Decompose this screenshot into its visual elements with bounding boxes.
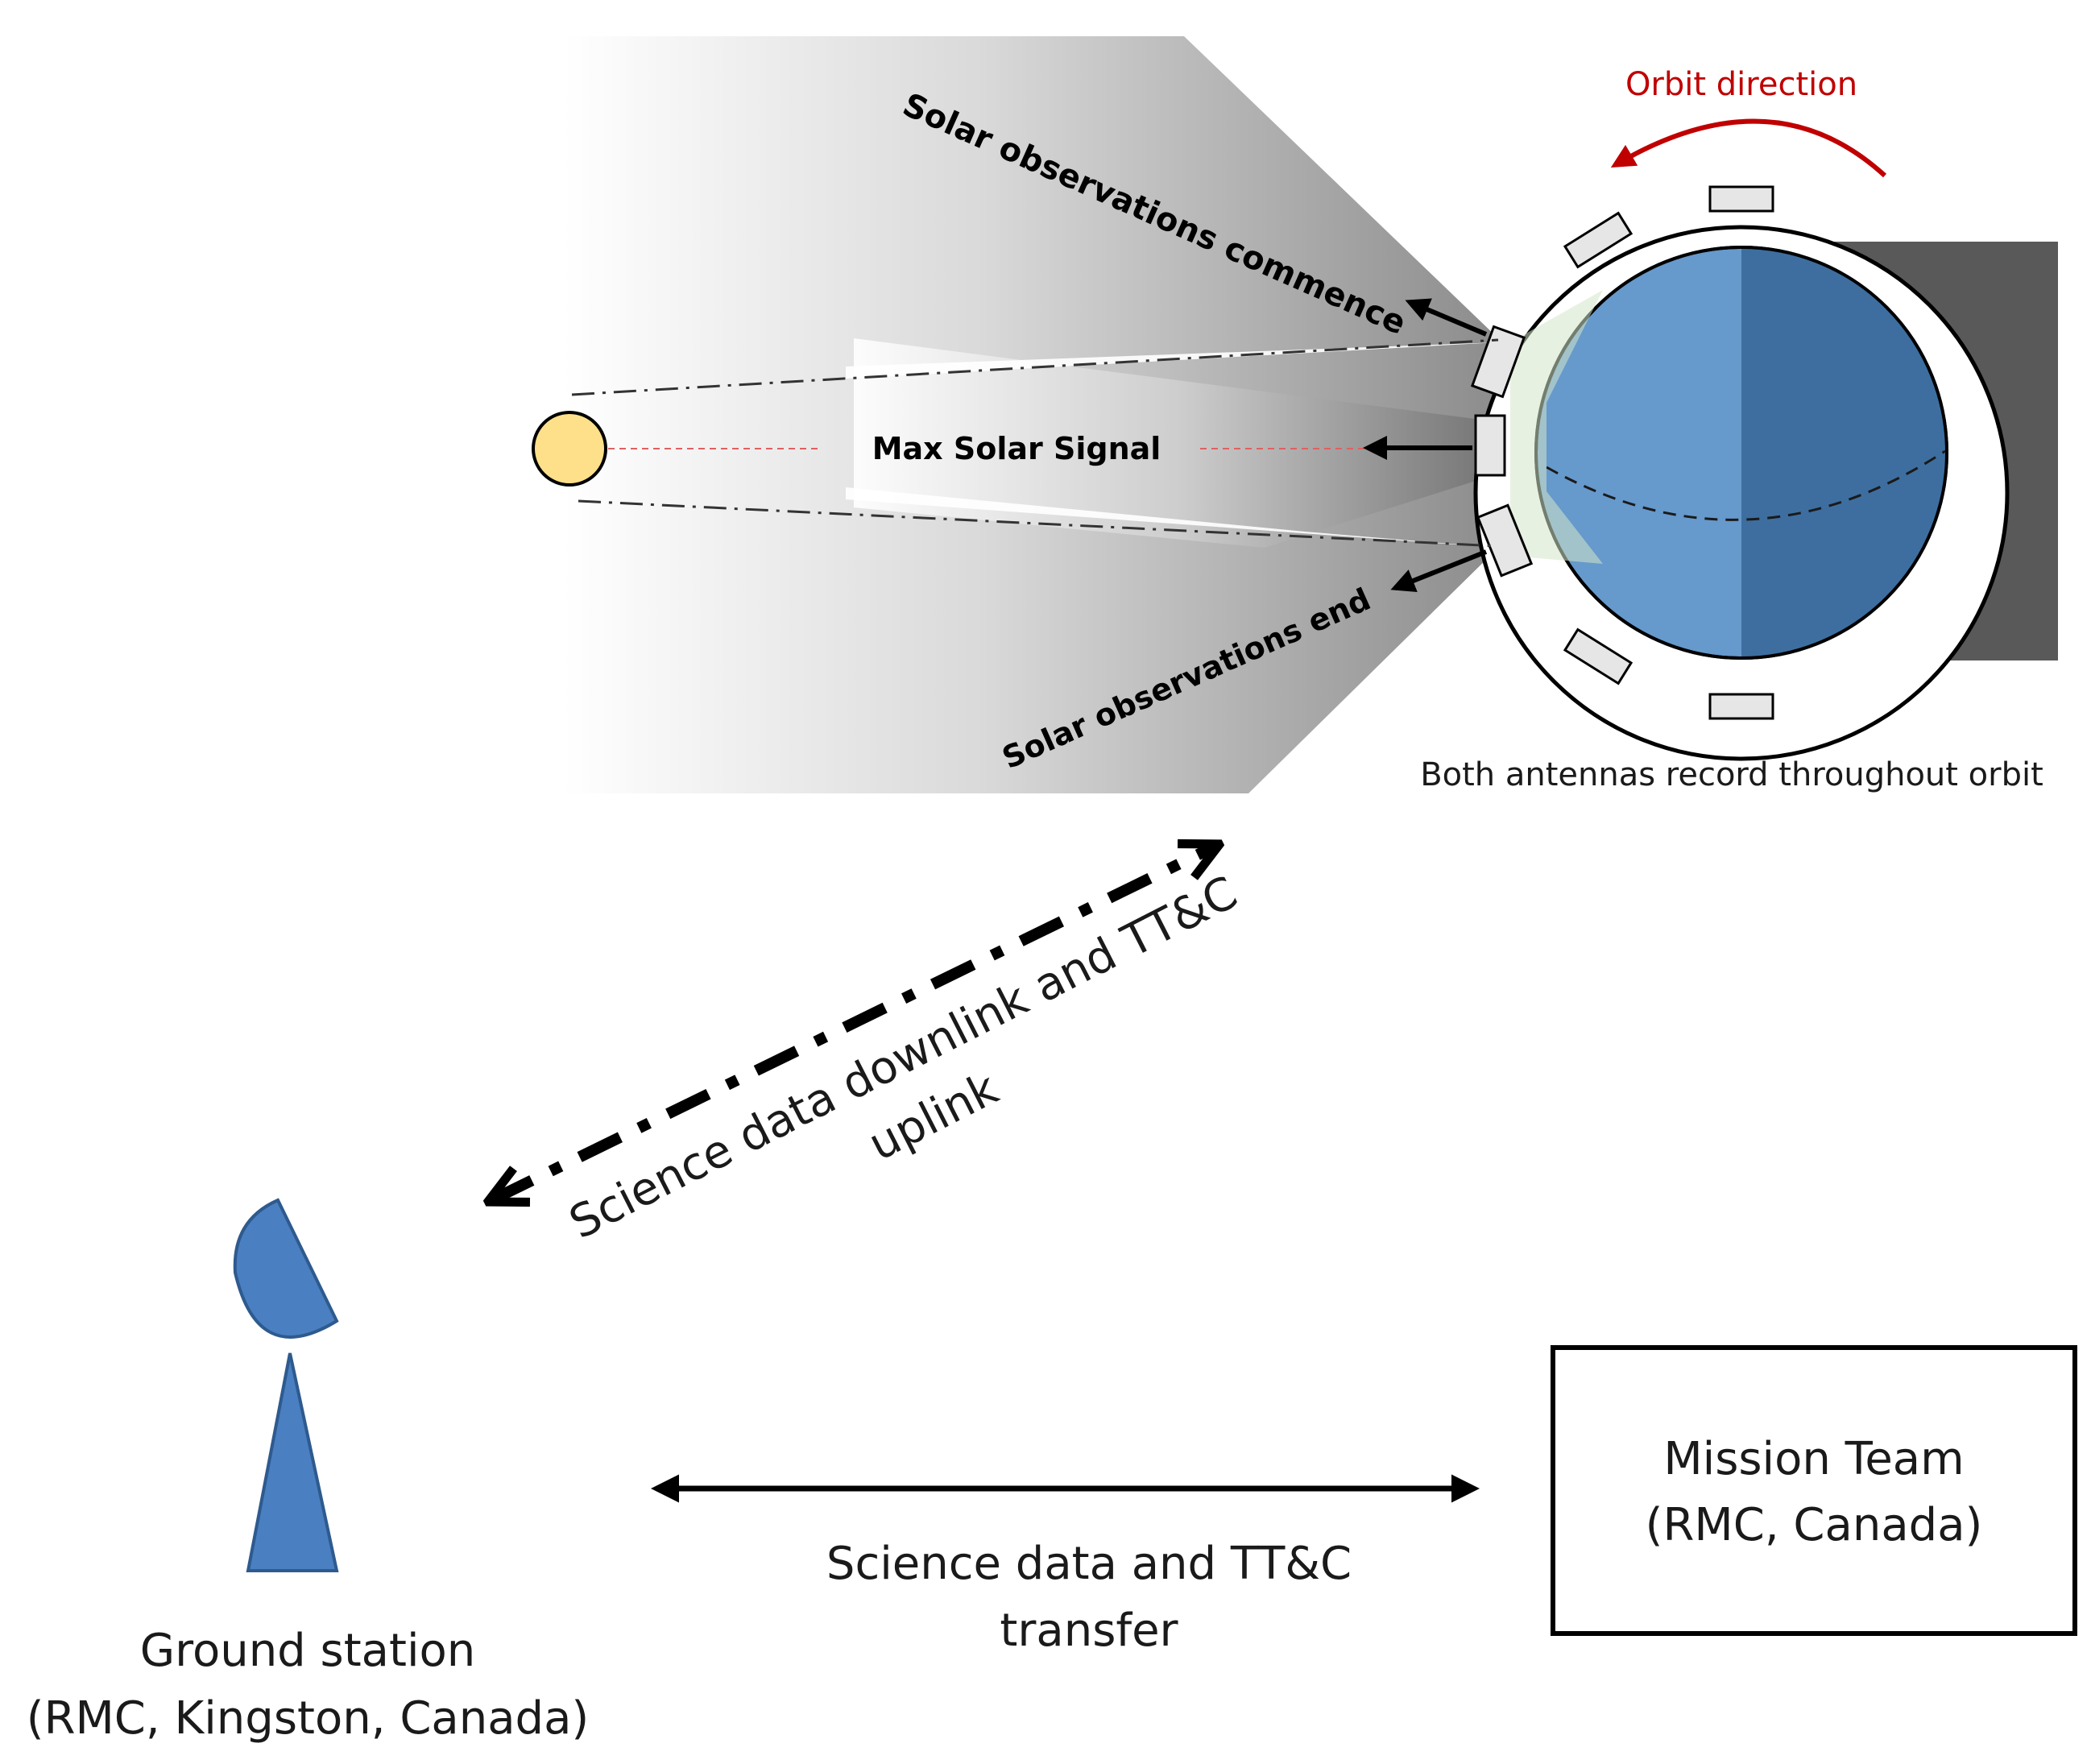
earth <box>1510 246 1948 660</box>
observation-beams <box>564 36 1506 793</box>
arrow-end <box>1390 549 1488 593</box>
downlink-label: Science data downlink and TT&C uplink <box>561 867 1245 1250</box>
antenna-field <box>1510 290 1603 564</box>
satellites <box>1470 185 1774 720</box>
ground-station-icon <box>233 1198 339 1572</box>
both-antennas-label: Both antennas record throughout orbit <box>1420 756 2043 793</box>
max-signal-label: Max Solar Signal <box>872 431 1161 466</box>
transfer-label-line1: Science data and TT&C <box>826 1538 1352 1590</box>
arrow-commence <box>1405 298 1488 337</box>
orbit-direction-label: Orbit direction <box>1625 66 1857 103</box>
satellite-left <box>1474 414 1506 477</box>
satellite-upper-left <box>1470 325 1526 399</box>
earth-equator <box>1546 449 1946 521</box>
satellite-top <box>1708 185 1774 213</box>
sight-lines <box>571 338 1499 548</box>
ground-station-base <box>246 1352 339 1572</box>
beam-center <box>854 338 1506 548</box>
mission-team-label-line1: Mission Team <box>1663 1433 1964 1485</box>
satellite-bottom-left <box>1563 627 1633 685</box>
downlink-arrow <box>491 846 1216 1200</box>
sight-line-lower <box>578 499 1499 548</box>
ground-station-label-line2: (RMC, Kingston, Canada) <box>27 1692 590 1745</box>
sun-icon <box>532 411 607 487</box>
ground-station-label-line1: Ground station <box>140 1625 476 1677</box>
satellite-bottom <box>1708 693 1774 720</box>
satellite-top-left <box>1563 211 1633 269</box>
mission-team-label-line2: (RMC, Canada) <box>1646 1499 1983 1551</box>
observation-arrows <box>1363 298 1488 593</box>
transfer-label-line2: transfer <box>1000 1605 1178 1657</box>
sight-line-upper <box>571 338 1499 396</box>
ground-station-dish <box>233 1198 339 1339</box>
mission-team-box <box>1551 1345 2077 1636</box>
orbit-direction-arrow <box>1610 118 1887 178</box>
downlink-label-line1: Science data downlink and TT&C <box>561 867 1245 1250</box>
